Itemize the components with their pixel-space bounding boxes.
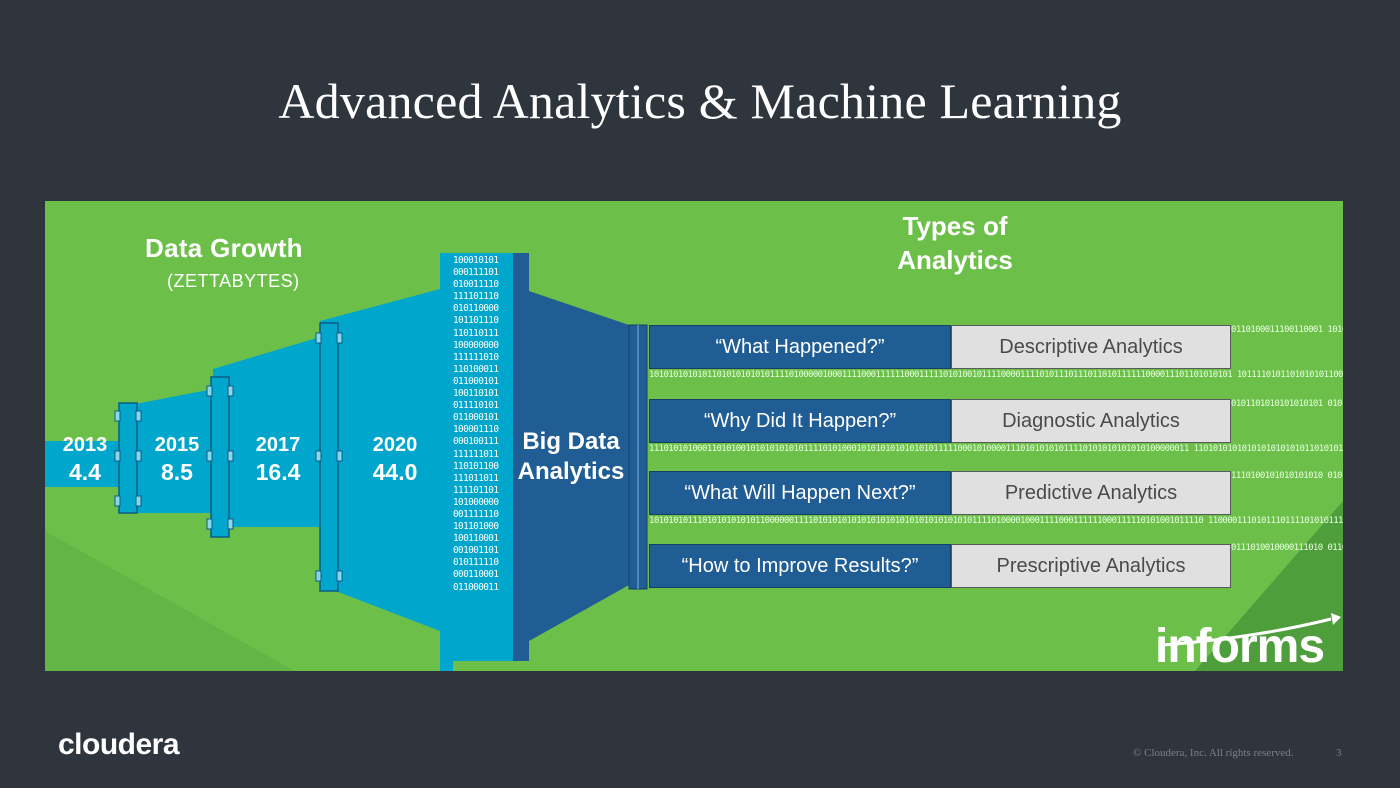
year-value: 8.5 xyxy=(161,459,193,485)
binary-stream-decoration: 1110100101010101010 0101000000000101010 … xyxy=(1231,471,1343,481)
page-number: 3 xyxy=(1336,747,1342,759)
diagram-graphics xyxy=(45,253,1343,671)
year-label: 2015 xyxy=(154,434,200,456)
copyright-text: © Cloudera, Inc. All rights reserved. xyxy=(1133,747,1294,759)
year-value: 44.0 xyxy=(372,459,418,485)
binary-stream-decoration: 0101101010101010101 0101101011111001010 … xyxy=(1231,399,1343,409)
informs-arrow-icon xyxy=(1162,613,1341,647)
data-growth-pipe xyxy=(45,253,453,671)
year-2020: 2020 44.0 xyxy=(360,433,430,487)
slide-title: Advanced Analytics & Machine Learning xyxy=(278,73,1122,129)
analytics-type-box: Diagnostic Analytics xyxy=(951,399,1231,443)
data-growth-unit: (ZETTABYTES) xyxy=(167,271,300,291)
big-data-funnel xyxy=(513,253,629,661)
binary-stream-decoration: 100010101 000111101 010011110 111101110 … xyxy=(453,255,499,593)
analytics-diagram: Data Growth (ZETTABYTES) 2013 4.4 2015 8… xyxy=(45,201,1343,671)
analytics-type-box: Descriptive Analytics xyxy=(951,325,1231,369)
year-2013: 2013 4.4 xyxy=(50,433,120,487)
question-box: “What Will Happen Next?” xyxy=(649,471,951,515)
binary-stream-decoration: 0110100011100110001 1010010101110101011 … xyxy=(1231,325,1343,335)
question-box: “How to Improve Results?” xyxy=(649,544,951,588)
data-growth-title: Data Growth xyxy=(145,233,303,263)
binary-column-bg xyxy=(440,253,518,661)
cloudera-logo: cloudera xyxy=(58,728,180,761)
flange-bolts xyxy=(114,332,343,582)
pipe-flanges xyxy=(118,322,339,592)
year-label: 2020 xyxy=(372,434,418,456)
binary-stream-decoration: 1010101010101101010101010111101000001000… xyxy=(649,370,1343,380)
year-value: 16.4 xyxy=(255,459,301,485)
bottom-left-shade xyxy=(45,531,295,671)
informs-logo: informs xyxy=(1155,620,1325,671)
question-box: “What Happened?” xyxy=(649,325,951,369)
year-value: 4.4 xyxy=(69,459,101,485)
corner-shade xyxy=(1195,501,1343,671)
binary-stream-decoration: 1010101011101010101010110000001111010101… xyxy=(649,516,1343,526)
big-data-analytics-label: Big Data Analytics xyxy=(517,428,625,485)
year-label: 2017 xyxy=(255,434,301,456)
binary-stream-decoration: 1110101010001101010010101010101011110101… xyxy=(649,444,1343,454)
analytics-type-box: Prescriptive Analytics xyxy=(951,544,1231,588)
year-label: 2013 xyxy=(62,434,108,456)
types-of-analytics-title: Types of Analytics xyxy=(897,211,1013,275)
analytics-type-box: Predictive Analytics xyxy=(951,471,1231,515)
year-2017: 2017 16.4 xyxy=(243,433,313,487)
question-box: “Why Did It Happen?” xyxy=(649,399,951,443)
year-2015: 2015 8.5 xyxy=(142,433,212,487)
